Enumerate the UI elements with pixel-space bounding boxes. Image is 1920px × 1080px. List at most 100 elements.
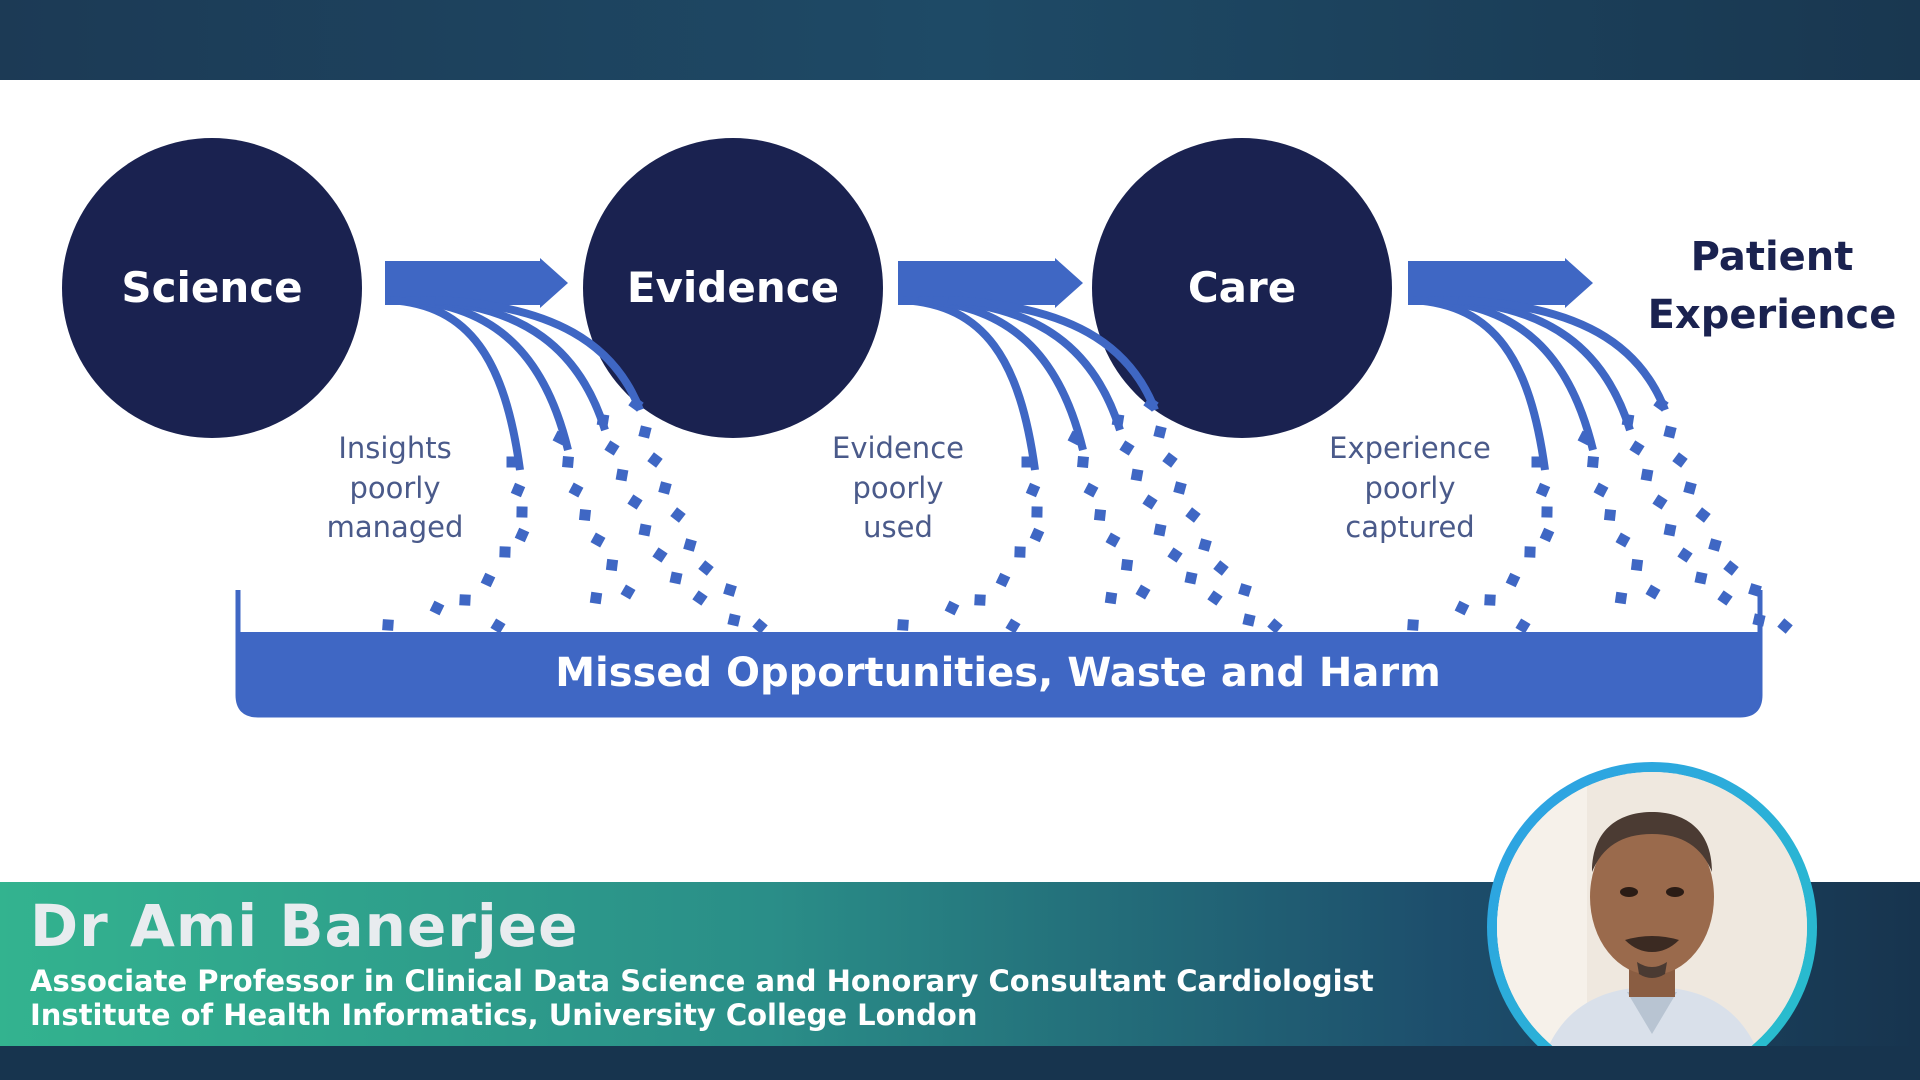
waste-drop: [1645, 584, 1661, 600]
gap-label-3-line-1: Experience: [1329, 431, 1491, 465]
waste-drop: [596, 413, 610, 427]
waste-drop: [1185, 507, 1201, 523]
waste-drop: [1135, 584, 1151, 600]
waste-drop: [1014, 546, 1026, 558]
waste-drop: [1454, 600, 1470, 616]
waste-drop: [1153, 425, 1167, 439]
waste-drop: [1105, 532, 1121, 548]
gap-label-2-line-3: used: [863, 510, 933, 544]
speaker-title-line-2: Institute of Health Informatics, Univers…: [30, 998, 978, 1032]
waste-drop: [1267, 618, 1283, 634]
waste-drop: [1531, 456, 1543, 468]
gap-label-1-line-1: Insights: [338, 431, 451, 465]
waste-drop: [1640, 468, 1654, 482]
waste-drop: [480, 572, 496, 588]
waste-drop: [1577, 430, 1593, 446]
waste-drop: [1723, 560, 1739, 576]
waste-drop: [1663, 523, 1677, 537]
waste-drop: [1167, 547, 1183, 563]
waste-drop: [669, 571, 683, 585]
waste-drop: [1524, 546, 1536, 558]
waste-drop: [1535, 482, 1551, 498]
waste-drop: [562, 456, 574, 468]
waste-drop: [1515, 618, 1531, 634]
waste-drop: [615, 468, 629, 482]
speaker-name: Dr Ami Banerjee: [30, 892, 579, 960]
waste-drop: [974, 594, 986, 606]
waste-drop: [1603, 508, 1617, 522]
waste-drop: [995, 572, 1011, 588]
waste-drop: [1672, 452, 1688, 468]
waste-drop: [459, 594, 471, 606]
circle-science: [62, 138, 362, 438]
waste-drop: [1031, 506, 1043, 518]
waste-drop: [1694, 571, 1708, 585]
waste-drop: [1777, 618, 1793, 634]
waste-drop: [1695, 507, 1711, 523]
waste-drop: [1717, 590, 1733, 606]
waste-drop: [1184, 571, 1198, 585]
waste-drop: [1162, 452, 1178, 468]
waste-drop: [1213, 560, 1229, 576]
waste-drop: [1505, 572, 1521, 588]
waste-drop: [1663, 425, 1677, 439]
waste-drop: [1593, 482, 1609, 498]
flow-arrow-1: [385, 261, 644, 471]
waste-drop: [568, 482, 584, 498]
waste-drop: [638, 523, 652, 537]
waste-drop: [1130, 468, 1144, 482]
arrow-head-3: [1565, 258, 1593, 308]
waste-drop: [552, 430, 568, 446]
waste-drop: [658, 481, 672, 495]
flow-arrow-2: [898, 261, 1159, 471]
waste-drop: [429, 600, 445, 616]
waste-drop: [1077, 456, 1089, 468]
tray-label: Missed Opportunities, Waste and Harm: [555, 650, 1441, 696]
waste-drop: [1683, 481, 1697, 495]
waste-drop: [605, 558, 619, 572]
gap-label-1-line-3: managed: [327, 510, 464, 544]
waste-drop: [604, 440, 620, 456]
arrow-head-2: [1055, 258, 1083, 308]
waste-drop: [647, 452, 663, 468]
waste-drop: [1120, 558, 1134, 572]
gap-label-3-line-2: poorly: [1364, 471, 1455, 505]
waste-drop: [752, 618, 768, 634]
waste-drop: [590, 532, 606, 548]
waste-drop: [1652, 494, 1668, 510]
speaker-avatar: [1487, 762, 1817, 1080]
gap-label-3-line-3: captured: [1345, 510, 1474, 544]
arrow-head-1: [540, 258, 568, 308]
waste-drop: [1407, 619, 1419, 631]
person-icon: [1497, 772, 1807, 1080]
waste-drop: [506, 456, 518, 468]
waste-drop: [1630, 558, 1644, 572]
waste-drop: [1029, 527, 1045, 543]
speaker-title-line-1: Associate Professor in Clinical Data Sci…: [30, 964, 1374, 998]
waste-drop: [638, 425, 652, 439]
waste-drop: [1153, 523, 1167, 537]
waste-drop: [1708, 538, 1722, 552]
waste-drop: [1005, 618, 1021, 634]
waste-drop: [698, 560, 714, 576]
waste-drop: [1021, 456, 1033, 468]
waste-drop: [620, 584, 636, 600]
waste-drop: [727, 613, 741, 627]
waste-tray: [235, 590, 1763, 718]
waste-drop: [1484, 594, 1496, 606]
waste-drop: [1173, 481, 1187, 495]
waste-drop: [1104, 591, 1118, 605]
waste-drop: [1083, 482, 1099, 498]
waste-drop: [578, 508, 592, 522]
waste-drop: [1143, 396, 1159, 412]
bottom-band: [0, 1046, 1920, 1080]
waste-drop: [1238, 583, 1252, 597]
waste-drop: [1539, 527, 1555, 543]
gap-label-2-line-1: Evidence: [832, 431, 964, 465]
waste-drop: [1614, 591, 1628, 605]
waste-drop: [1025, 482, 1041, 498]
waste-drop: [897, 619, 909, 631]
waste-drop: [692, 590, 708, 606]
